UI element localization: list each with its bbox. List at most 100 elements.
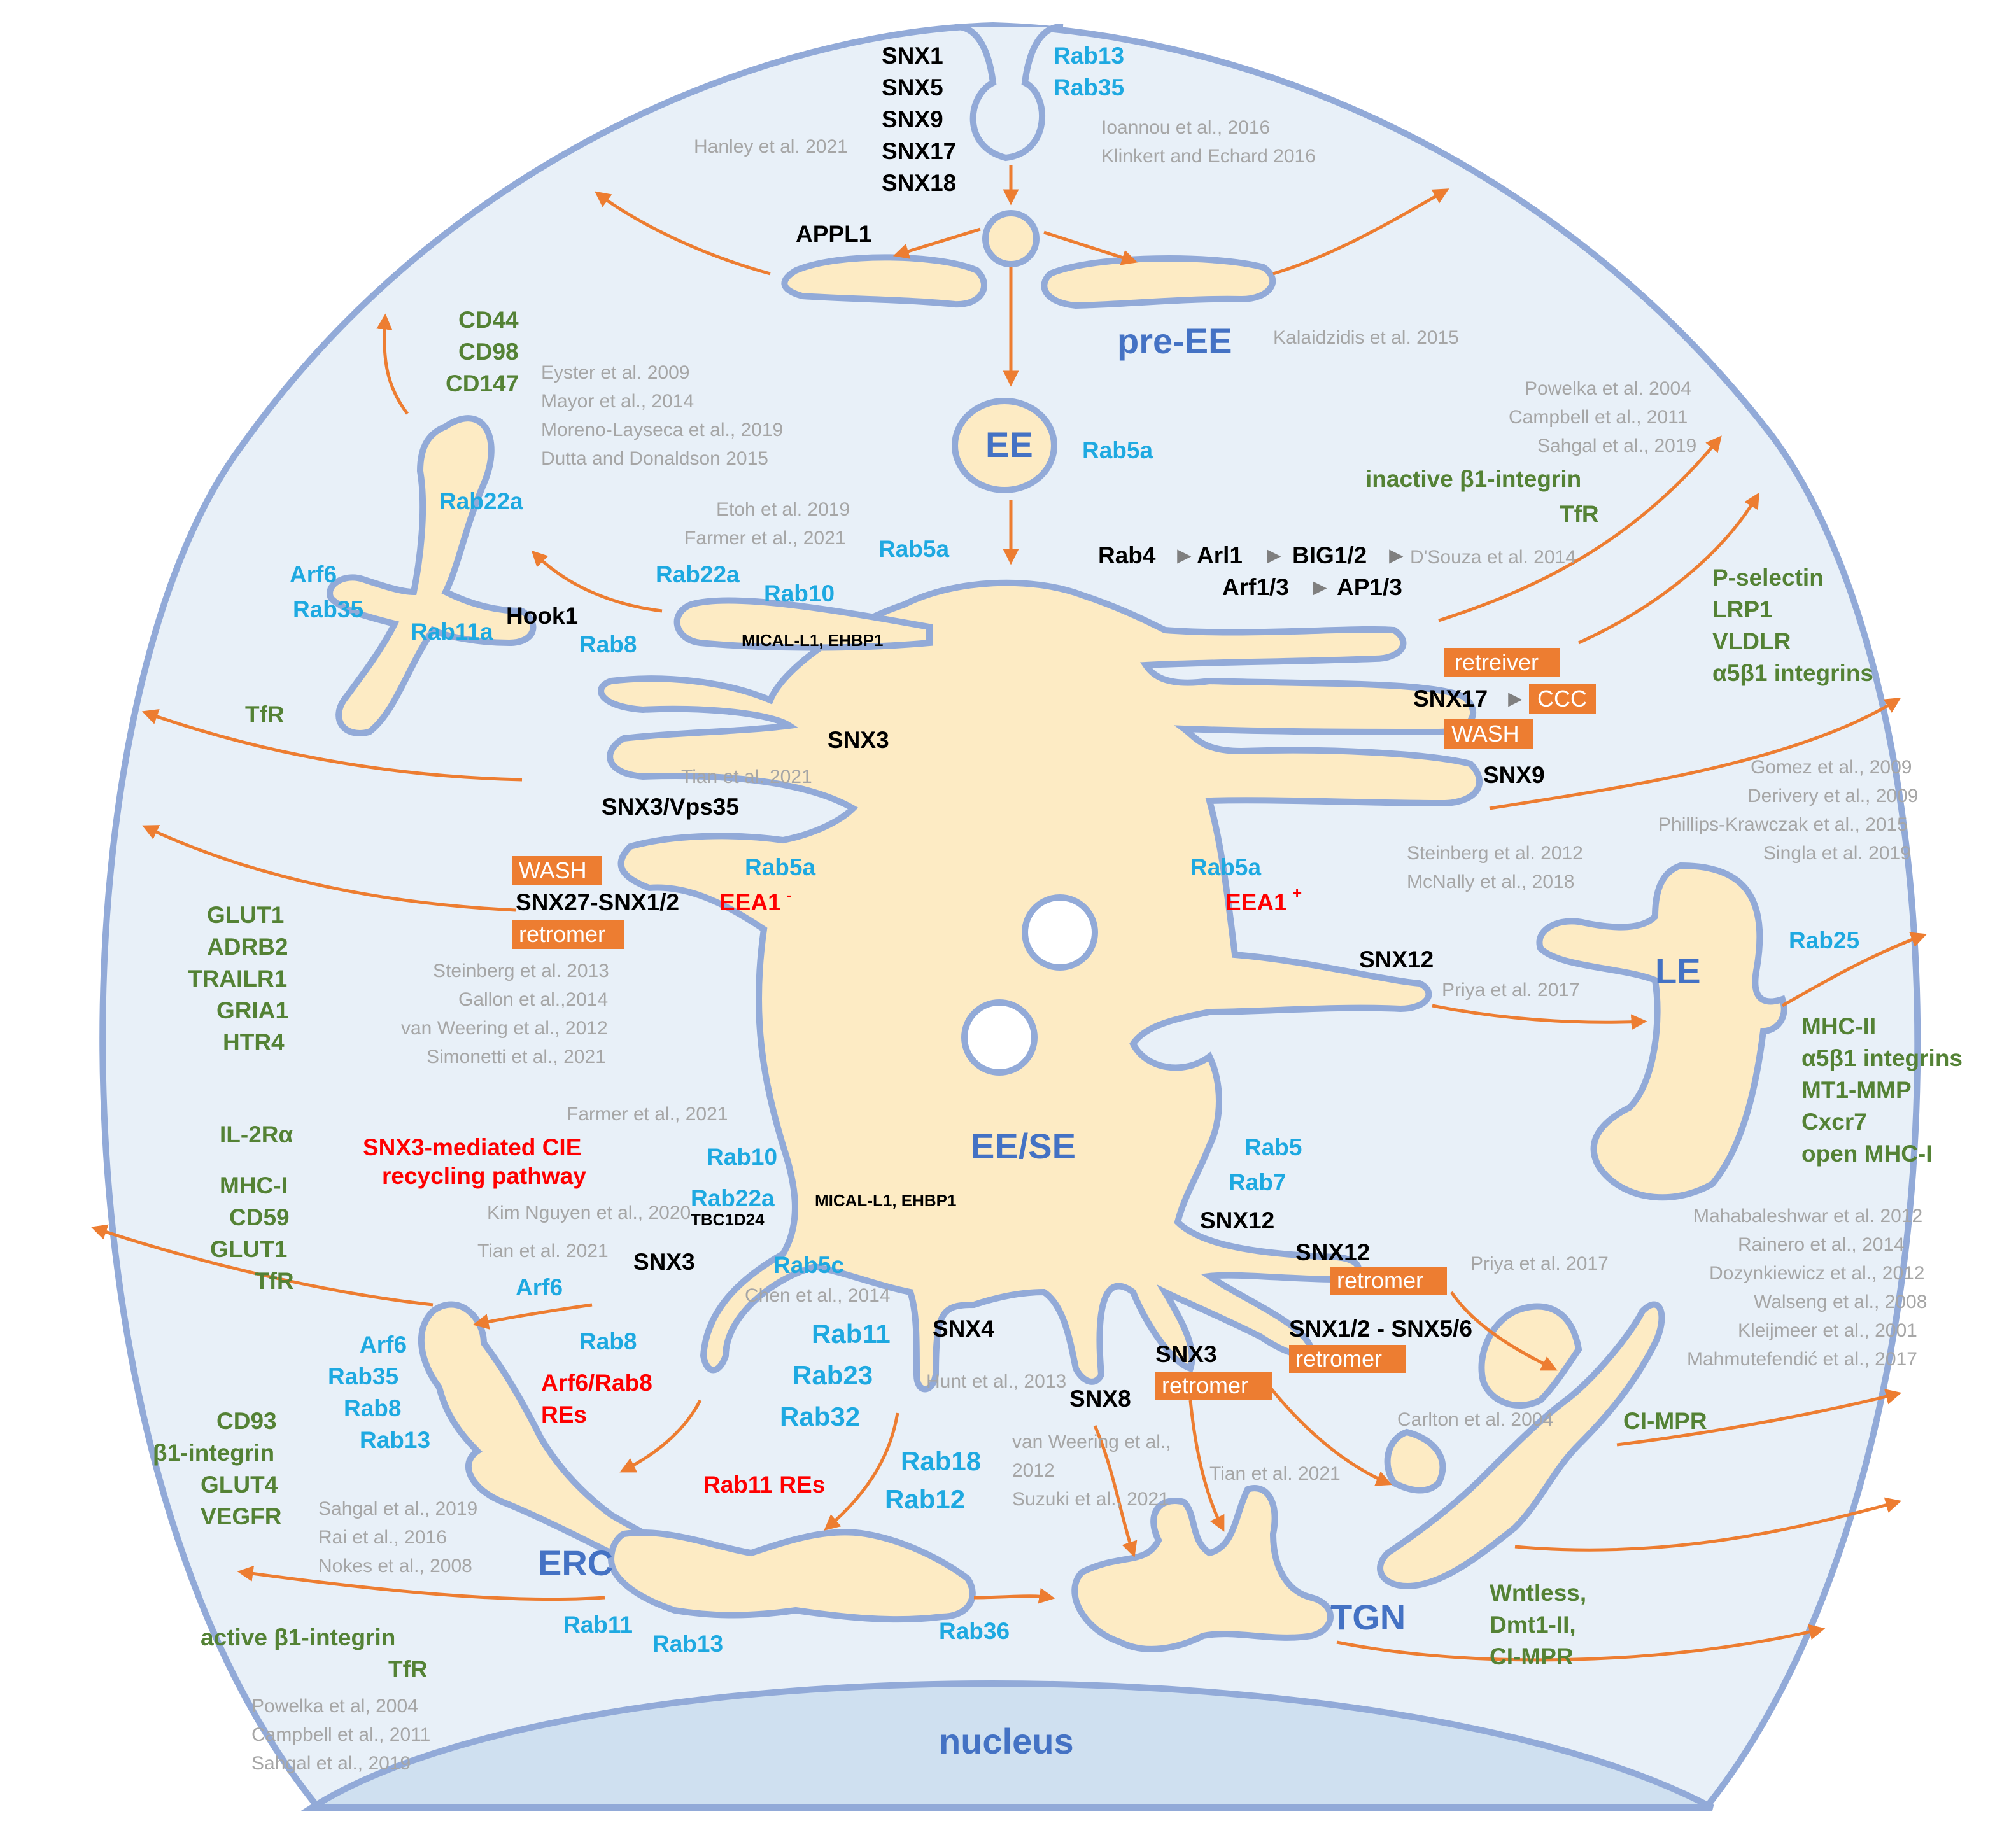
cargo-item: TRAILR1 — [188, 966, 287, 992]
ee-se-compartment — [598, 579, 1483, 1393]
arrows — [90, 165, 1928, 1662]
ref-item: Rai et al., 2016 — [318, 1527, 447, 1548]
rab35-top: Rab35 — [1054, 74, 1124, 101]
pre-ee-label: pre-EE — [1117, 321, 1232, 361]
rab11-stack: Rab11 Rab23 Rab32 — [780, 1319, 891, 1431]
ref-item: Sahgal et al., 2019 — [1537, 435, 1696, 456]
le-label: LE — [1655, 951, 1701, 991]
snx-item: SNX1 — [882, 43, 943, 69]
cargo-mhci-group: MHC-I CD59 GLUT1 TfR — [210, 1172, 294, 1294]
ref-tian-ll: Tian et al. 2021 — [477, 1241, 609, 1262]
rab5a-ee: Rab5a — [1082, 437, 1153, 463]
refs-eyster-group: Eyster et al. 2009 Mayor et al., 2014 Mo… — [541, 362, 783, 469]
rab22a-tubule-compartment — [327, 415, 537, 736]
cargo-item: open MHC-I — [1801, 1141, 1933, 1167]
ref-item: Dozynkiewicz et al., 2012 — [1709, 1263, 1925, 1284]
cargo-item: MT1-MMP — [1801, 1077, 1912, 1103]
cargo-item: GLUT1 — [207, 902, 284, 928]
ref-item: Simonetti et al., 2021 — [426, 1046, 606, 1067]
rab-item: Rab8 — [344, 1395, 401, 1421]
hook1-label: Hook1 — [506, 603, 578, 629]
rab8-ll: Rab8 — [579, 1328, 637, 1354]
rab25-label: Rab25 — [1789, 927, 1859, 953]
rab-item: Arf6 — [360, 1332, 407, 1358]
cimpr-lr: CI-MPR — [1623, 1408, 1707, 1434]
ref-item: Steinberg et al. 2012 — [1407, 843, 1583, 864]
ee-se-tubule-left — [673, 597, 933, 651]
cargo-item: ADRB2 — [207, 934, 288, 960]
snx12-56-label: SNX1/2 - SNX5/6 — [1289, 1316, 1472, 1342]
cargo-item: MHC-I — [220, 1172, 288, 1199]
cargo-cd44-group: CD44 CD98 CD147 — [446, 307, 519, 397]
arf6-rab8-line1: Arf6/Rab8 — [541, 1370, 652, 1396]
ref-hanley: Hanley et al. 2021 — [694, 136, 848, 157]
erc-rab-group: Arf6 Rab35 Rab8 Rab13 — [328, 1332, 430, 1453]
rab7-lr: Rab7 — [1229, 1169, 1286, 1195]
retromer-label-snx3: retromer — [1162, 1372, 1248, 1398]
rab8-ul: Rab8 — [579, 631, 637, 657]
cargo-item: Cxcr7 — [1801, 1109, 1867, 1135]
snx8-label: SNX8 — [1069, 1386, 1131, 1412]
arrow-glyph: ► — [1385, 542, 1408, 568]
ref-klinkert: Klinkert and Echard 2016 — [1101, 146, 1316, 167]
rab13-top: Rab13 — [1054, 43, 1124, 69]
ref-item: Nokes et al., 2008 — [318, 1556, 472, 1577]
ee-se-label: EE/SE — [971, 1126, 1076, 1166]
ref-item: Powelka et al. 2004 — [1525, 378, 1691, 399]
cargo-item: HTR4 — [223, 1029, 285, 1055]
rab-item: Rab32 — [780, 1402, 860, 1431]
ee-label: EE — [985, 425, 1033, 465]
ref-item: van Weering et al., — [1012, 1431, 1171, 1452]
erc-label: ERC — [538, 1543, 613, 1583]
cargo-wntless-group: Wntless, Dmt1-II, CI-MPR — [1490, 1580, 1586, 1670]
rab5a-mr: Rab5a — [1190, 854, 1261, 880]
cargo-item: CD147 — [446, 370, 519, 397]
eea1-plus: EEA1 — [1225, 889, 1287, 915]
ref-item: Gomez et al., 2009 — [1751, 757, 1912, 778]
refs-mahab-group: Mahabaleshwar et al. 2012 Rainero et al.… — [1687, 1206, 1927, 1370]
rab5a-ee-top: Rab5a — [878, 536, 949, 562]
lumen-hole-1 — [1022, 894, 1098, 971]
tbc1d24-label: TBC1D24 — [691, 1210, 765, 1229]
ccc-label: CCC — [1537, 686, 1587, 712]
ref-item: Derivery et al., 2009 — [1747, 785, 1918, 806]
arrow-glyph: ► — [1173, 542, 1196, 568]
cargo-item: VEGFR — [201, 1503, 281, 1529]
ref-item: Rainero et al., 2014 — [1738, 1234, 1905, 1255]
retromer-label-left: retromer — [519, 921, 605, 947]
rab-item: Rab11 — [812, 1319, 891, 1349]
cargo-item: MHC-II — [1801, 1013, 1876, 1039]
refs-powelka-bottom: Powelka et al, 2004 Campbell et al., 201… — [251, 1696, 430, 1774]
snx3-ll: SNX3 — [633, 1249, 695, 1275]
nucleus — [300, 1680, 1714, 1811]
rab22a-ll: Rab22a — [691, 1185, 775, 1211]
snx12-mr: SNX12 — [1359, 946, 1434, 973]
cargo-mhcii-group: MHC-II α5β1 integrins MT1-MMP Cxcr7 open… — [1801, 1013, 1963, 1167]
mical-top: MICAL-L1, EHBP1 — [742, 631, 883, 650]
pre-ee-right — [1041, 255, 1276, 309]
rab11-erc: Rab11 — [563, 1612, 633, 1638]
refs-powelka-top: Powelka et al. 2004 Campbell et al., 201… — [1509, 378, 1696, 456]
rab22a-ee: Rab22a — [656, 561, 740, 587]
active-integrin: active β1-integrin — [201, 1624, 395, 1650]
arf6-ul: Arf6 — [290, 561, 337, 587]
snx3-cie-line1: SNX3-mediated CIE — [363, 1134, 581, 1160]
rab35-ul: Rab35 — [293, 596, 363, 622]
il2ra-label: IL-2Rα — [220, 1121, 293, 1148]
cargo-item: CD44 — [458, 307, 519, 333]
nucleus-label: nucleus — [939, 1721, 1074, 1761]
rab11a-ul: Rab11a — [411, 619, 493, 645]
snx17-label: SNX17 — [1413, 686, 1488, 712]
ref-item: Moreno-Layseca et al., 2019 — [541, 419, 783, 440]
rab5a-ml: Rab5a — [745, 854, 815, 880]
refs-van-weering: van Weering et al., 2012 Suzuki et al., … — [1012, 1431, 1171, 1510]
ref-item: 2012 — [1012, 1460, 1055, 1481]
retriever-label: retreiver — [1455, 649, 1539, 675]
cargo-item: Wntless, — [1490, 1580, 1586, 1606]
tgn-compartment — [1071, 1485, 1334, 1652]
snx12-lr-a: SNX12 — [1200, 1207, 1274, 1234]
arf6-rab8-line2: REs — [541, 1402, 587, 1428]
snx-item: SNX18 — [882, 170, 956, 196]
eea1-minus: EEA1 — [719, 889, 781, 915]
ref-item: Mahmutefendić et al., 2017 — [1687, 1349, 1917, 1370]
